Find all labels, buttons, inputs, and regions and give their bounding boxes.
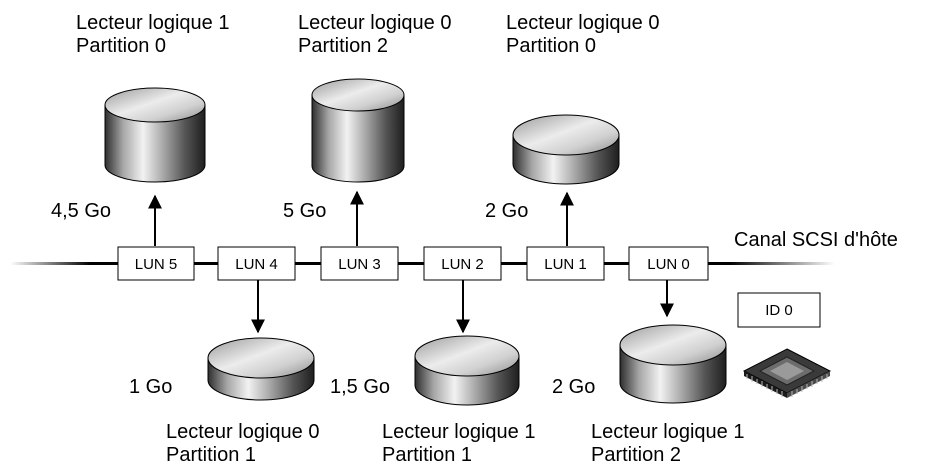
id-box: ID 0 xyxy=(737,292,821,328)
connection-arrows xyxy=(148,190,674,334)
lun-box-5: LUN 5 xyxy=(117,246,195,281)
disk-drive-icon xyxy=(619,324,727,404)
disk-drive-icon xyxy=(311,78,405,183)
disk-drive-icon xyxy=(512,114,620,185)
lun-box-2: LUN 2 xyxy=(423,246,502,281)
bottom-drive-caption: Lecteur logique 0 Partition 1 xyxy=(166,421,319,467)
partition-label: Partition 0 xyxy=(76,35,167,57)
drive-size-label: 5 Go xyxy=(283,200,327,222)
drive-size-label: 1,5 Go xyxy=(330,376,391,398)
lun-label: LUN 3 xyxy=(338,256,381,273)
logical-drive-label: Lecteur logique 1 xyxy=(76,12,230,34)
logical-drive-label: Lecteur logique 1 xyxy=(591,421,745,443)
drive-size-label: 2 Go xyxy=(485,200,529,222)
drive-size-label: 4,5 Go xyxy=(51,200,112,222)
partition-label: Partition 1 xyxy=(166,444,257,466)
disk-drive-icon xyxy=(104,87,206,183)
scsi-channel-line xyxy=(10,262,835,265)
logical-drive-label: Lecteur logique 1 xyxy=(382,421,536,443)
disk-drive-icon xyxy=(207,337,315,401)
partition-label: Partition 2 xyxy=(298,35,389,57)
lun-boxes: LUN 5 LUN 4 LUN 3 LUN 2 LUN 1 LUN 0 xyxy=(117,246,709,281)
lun-box-1: LUN 1 xyxy=(526,246,605,281)
chip-icon xyxy=(742,348,832,398)
id-label: ID 0 xyxy=(765,302,793,319)
bottom-drive-caption: Lecteur logique 1 Partition 2 xyxy=(591,421,744,467)
lun-label: LUN 2 xyxy=(441,256,484,273)
partition-label: Partition 0 xyxy=(506,35,597,57)
lun-box-4: LUN 4 xyxy=(217,246,296,281)
channel-label: Canal SCSI d'hôte xyxy=(734,229,898,251)
lun-box-0: LUN 0 xyxy=(628,246,709,281)
disk-drive-icon xyxy=(414,335,520,406)
drive-size-label: 1 Go xyxy=(129,376,173,398)
logical-drive-label: Lecteur logique 0 xyxy=(166,421,320,443)
partition-label: Partition 2 xyxy=(591,444,682,466)
lun-box-3: LUN 3 xyxy=(320,246,399,281)
partition-label: Partition 1 xyxy=(382,444,473,466)
lun-label: LUN 1 xyxy=(544,256,587,273)
top-drive-caption: Lecteur logique 0 Partition 2 xyxy=(298,12,451,58)
lun-label: LUN 5 xyxy=(135,256,178,273)
logical-drive-label: Lecteur logique 0 xyxy=(298,12,452,34)
bottom-drive-caption: Lecteur logique 1 Partition 1 xyxy=(382,421,535,467)
drive-size-label: 2 Go xyxy=(552,376,596,398)
top-drive-caption: Lecteur logique 1 Partition 0 xyxy=(76,12,229,58)
lun-label: LUN 4 xyxy=(235,256,278,273)
logical-drive-label: Lecteur logique 0 xyxy=(506,12,660,34)
lun-label: LUN 0 xyxy=(647,256,690,273)
top-drive-caption: Lecteur logique 0 Partition 0 xyxy=(506,12,659,58)
